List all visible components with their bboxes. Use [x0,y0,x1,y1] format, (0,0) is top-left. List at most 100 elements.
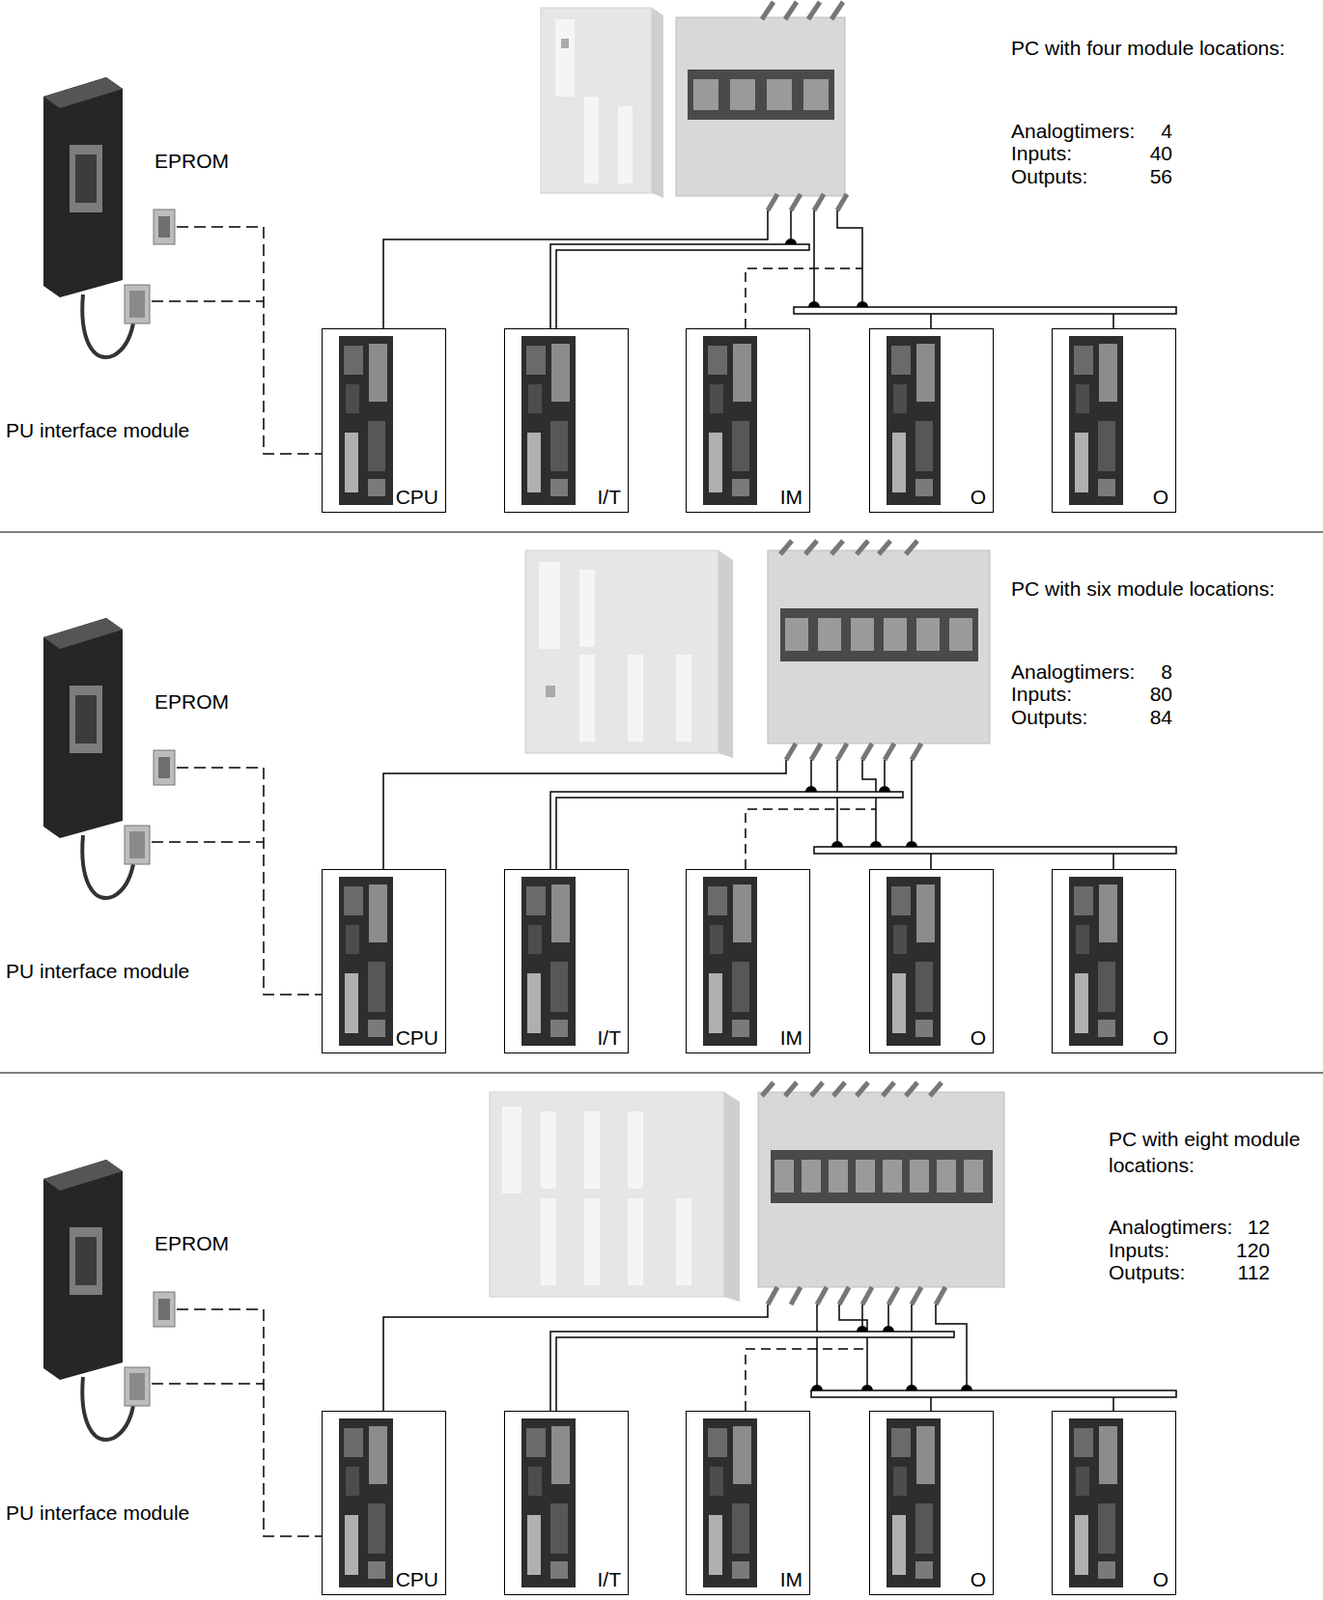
module-box: O [869,869,994,1054]
board-row [338,876,1124,1046]
module-label: CPU [394,1568,441,1592]
board-row [338,1418,1124,1588]
module-label: O [968,1026,988,1050]
rack-slot [774,1159,794,1193]
pc-strip [584,96,599,184]
rack-connectors [780,608,979,662]
ribbon [790,1287,801,1305]
module-label: IM [778,1568,805,1592]
spec-name: Inputs: [1010,141,1073,166]
spec-name: Inputs: [1010,682,1073,706]
pc-strip [627,654,644,742]
spec-name: Inputs: [1107,1238,1171,1263]
spec-value: 120 [1235,1238,1271,1263]
rack-slot [916,618,940,651]
pc-strip [579,654,595,742]
bus-bar [550,791,903,870]
module-box: I/T [504,869,629,1054]
ribbons [780,540,922,761]
pc-strip [675,654,692,742]
pc-strip [584,1111,600,1189]
spec-value: 56 [1149,165,1174,189]
board-row [338,336,1124,506]
module-box: O [1051,1410,1177,1596]
module-box: CPU [321,328,447,513]
spec-name: Analogtimers: [1010,660,1136,684]
wire [383,1304,768,1411]
ribbon [882,1082,895,1097]
bus-bar [814,846,1177,854]
pc-strip [627,1111,644,1189]
part-label: EPROM [153,1232,230,1256]
module-label: O [1151,1026,1171,1050]
wire [383,210,768,329]
panel-eight [383,1082,1177,1411]
ribbon [816,1287,827,1305]
ribbon [790,194,801,211]
module-label: O [1151,485,1171,509]
bus-bar [550,244,810,329]
module-label: I/T [595,485,624,509]
pc-side [724,1092,740,1302]
ribbon [833,1082,845,1097]
module-box: I/T [504,1410,629,1596]
rack-slot [801,1159,821,1193]
pc-housing [540,7,652,194]
rack-slot [909,1159,929,1193]
ribbon [837,743,847,761]
pu-interface-set [43,77,322,454]
spec-name: Analogtimers: [1107,1215,1234,1239]
rack-slot [949,618,973,651]
pc-strip [579,569,595,648]
ribbon [785,1,797,20]
ribbon [811,743,821,761]
part-label: PU interface module [4,419,191,443]
spec-value: 4 [1159,119,1174,143]
ribbons [761,1,847,211]
ribbon [856,540,869,555]
module-label: IM [778,485,805,509]
rack-connectors [770,1150,993,1204]
module-label: IM [778,1026,805,1050]
ribbon [811,1082,823,1097]
ribbon [878,540,891,555]
ribbon [786,743,796,761]
module-box: O [1051,869,1177,1054]
rack-slot [883,618,907,651]
part-label: EPROM [153,149,230,173]
pc-strip [584,1198,600,1286]
ribbon [767,1287,778,1305]
spec-value: 40 [1149,141,1174,166]
module-box: O [1051,328,1177,513]
module-label: CPU [394,1026,441,1050]
ribbon [905,540,918,555]
spec-value: 112 [1237,1261,1271,1285]
bus-bar [811,1390,1177,1398]
pu-interface-set [43,1159,322,1537]
pc-strip [538,562,561,649]
spec-heading: PC with four module locations: [1010,34,1322,61]
rack-slot [850,618,874,651]
ribbon [839,1287,849,1305]
dashed-wire [745,809,876,870]
ribbon [761,1,774,20]
rack [767,550,990,744]
rack-slot [730,79,756,111]
spec-value: 12 [1246,1215,1271,1239]
rack-slot [936,1159,957,1193]
module-label: O [1151,1568,1171,1592]
module-box: I/T [504,328,629,513]
ribbon [761,1082,774,1097]
pc-strip [555,19,575,97]
rack-slot [803,79,829,111]
spec-value: 8 [1159,660,1174,684]
module-label: O [968,1568,988,1592]
module-box: O [869,1410,994,1596]
pc-strip [540,1198,557,1286]
rack-slot [963,1159,984,1193]
ribbon [888,1287,899,1305]
module-label: I/T [595,1026,624,1050]
spec-heading: PC with six module locations: [1010,575,1322,602]
pc-strip [675,1198,692,1286]
